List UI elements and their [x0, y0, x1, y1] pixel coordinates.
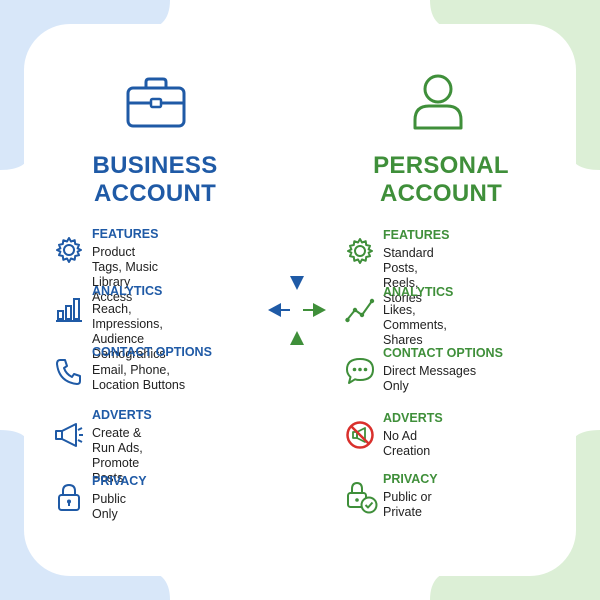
business-contact-value: Email, Phone, Location Buttons — [92, 363, 186, 392]
gear-icon — [56, 237, 82, 263]
briefcase-icon — [126, 77, 186, 128]
personal-adverts-value: No Ad Creation — [383, 429, 431, 458]
business-title-line1: BUSINESS — [92, 152, 218, 179]
personal-title-line1: PERSONAL — [373, 152, 509, 179]
chat-bubble-icon — [346, 358, 374, 384]
business-title-line2: ACCOUNT — [93, 180, 217, 207]
personal-contact-value: Direct Messages Only — [383, 364, 477, 393]
megaphone-icon — [55, 423, 83, 447]
personal-features-value: Standard Posts, Reels, Stories — [383, 246, 434, 305]
business-analytics-heading: ANALYTICS — [92, 284, 163, 298]
business-features-value: Product Tags, Music Library Access — [92, 245, 158, 304]
personal-title: PERSONAL ACCOUNT — [346, 152, 536, 208]
down-arrow — [290, 95, 304, 290]
no-ads-icon — [346, 421, 374, 449]
lock-check-icon — [347, 481, 378, 514]
gear-icon — [347, 238, 373, 264]
business-privacy-heading: PRIVACY — [92, 474, 147, 488]
business-title: BUSINESS ACCOUNT — [65, 152, 245, 208]
bidirectional-arrow — [268, 303, 326, 317]
personal-title-line2: ACCOUNT — [379, 180, 503, 207]
personal-features-heading: FEATURES — [383, 228, 450, 242]
bar-chart-icon — [56, 298, 82, 322]
lock-icon — [58, 483, 80, 511]
business-adverts-value: Create & Run Ads, Promote Posts — [92, 426, 143, 485]
line-chart-icon — [345, 298, 375, 323]
personal-analytics-heading: ANALYTICS — [383, 285, 454, 299]
phone-icon — [56, 359, 81, 385]
personal-analytics-value: Likes, Comments, Shares — [383, 303, 447, 347]
user-icon — [413, 74, 463, 130]
business-adverts-heading: ADVERTS — [92, 408, 152, 422]
personal-contact-heading: CONTACT OPTIONS — [383, 346, 503, 360]
personal-privacy-heading: PRIVACY — [383, 472, 438, 486]
up-arrow — [290, 331, 304, 520]
business-privacy-value: Public Only — [92, 492, 127, 521]
business-features-heading: FEATURES — [92, 227, 159, 241]
business-analytics-value: Reach, Impressions, Audience Demograhics — [92, 302, 166, 361]
business-contact-heading: CONTACT OPTIONS — [92, 345, 212, 359]
personal-adverts-heading: ADVERTS — [383, 411, 443, 425]
personal-privacy-value: Public or Private — [383, 490, 432, 519]
